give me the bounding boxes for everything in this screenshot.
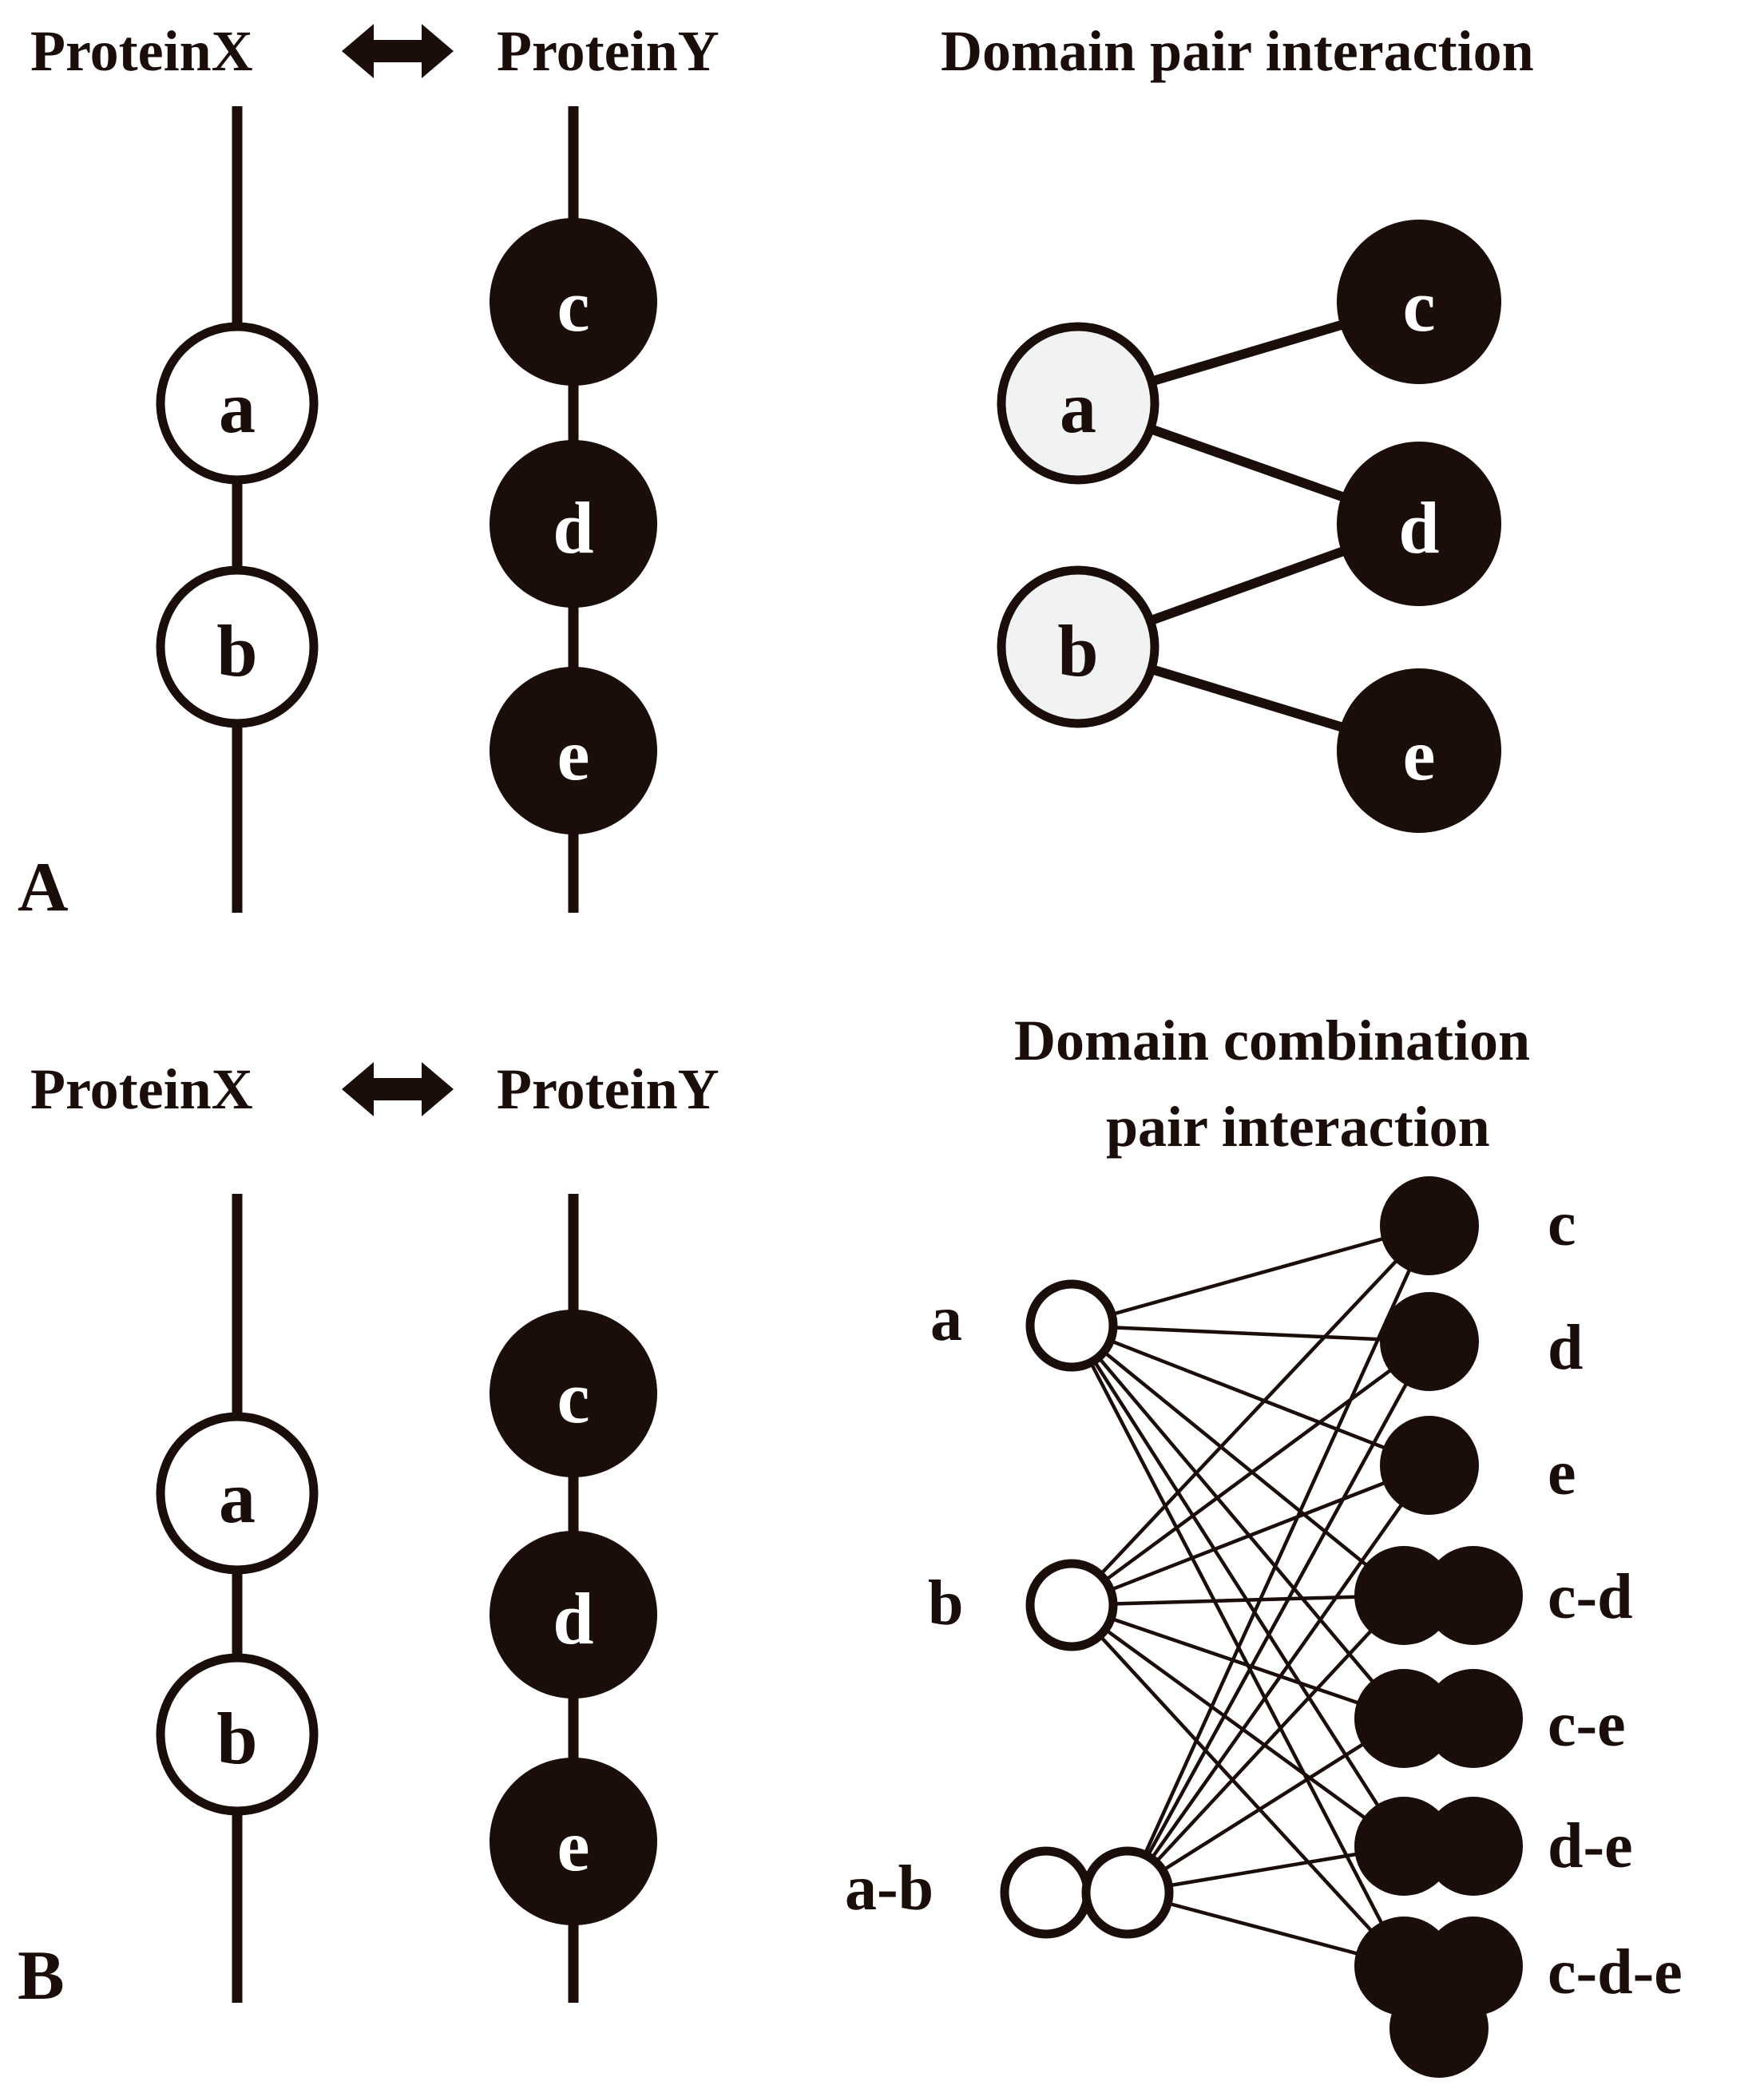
combo-node-a-b-second: [1081, 1846, 1174, 1939]
protein-y-domain-e: [490, 667, 657, 834]
combo-node-d-e: [1354, 1797, 1523, 1896]
combo-node-c-d: [1354, 1546, 1523, 1645]
graph-node-d: [1337, 442, 1501, 606]
combo-node-e: [1380, 1416, 1479, 1515]
graph-node-a: [997, 322, 1159, 485]
combo-edge-a-to-c-d: [1070, 1324, 1405, 1597]
protein-y-domain-d-label: d: [553, 487, 593, 569]
protein-y-domain-d: [490, 440, 657, 608]
combo-edge-b-to-e: [1071, 1463, 1430, 1607]
panel-b-protein-x: a b: [156, 1194, 319, 2003]
domain-pair-graph: a b c d e: [997, 220, 1501, 833]
combo-node-a: [1025, 1279, 1118, 1372]
combo-edge-a-b-to-d: [1126, 1340, 1431, 1894]
combo-edge-b-to-c: [1070, 1224, 1431, 1607]
protein-y-domain-e-label: e: [557, 714, 590, 795]
protein-x-domain-a-label: a: [219, 1457, 256, 1538]
graph-node-e-label: e: [1403, 714, 1436, 795]
protein-y-domain-e: [490, 1758, 657, 1925]
combo-label-d-e: d-e: [1548, 1811, 1633, 1881]
protein-y-domain-c: [490, 218, 657, 386]
graph-node-a-label: a: [1060, 367, 1096, 448]
panel-a: ProteinX ProteinY Domain pair interactio…: [18, 19, 1534, 926]
combo-edge-a-b-to-c: [1125, 1225, 1432, 1893]
combo-node-c-d-e: [1354, 1917, 1523, 2078]
panel-b-title-line2: pair interaction: [1106, 1095, 1490, 1159]
protein-y-domain-c: [490, 1310, 657, 1477]
combo-node-a-b-first: [1000, 1846, 1092, 1939]
panel-a-title: Domain pair interaction: [941, 19, 1534, 83]
domain-combination-graph: a b a-b c d e c-d c-e d-e c-d-e: [845, 1176, 1683, 2078]
combo-label-b: b: [928, 1568, 964, 1639]
protein-x-domain-a-label: a: [219, 367, 256, 448]
combo-node-c: [1380, 1176, 1479, 1275]
panel-b-title-line1: Domain combination: [1014, 1009, 1530, 1072]
panel-a-protein-x-label: ProteinX: [30, 19, 253, 83]
panel-a-protein-y: c d e: [490, 106, 657, 913]
combination-edges: [1070, 1223, 1432, 1968]
combo-label-c: c: [1548, 1189, 1576, 1259]
protein-y-domain-d: [490, 1531, 657, 1699]
panel-a-letter: A: [18, 849, 69, 926]
graph-node-e: [1337, 668, 1501, 833]
combo-node-d: [1380, 1292, 1479, 1391]
protein-x-domain-b-label: b: [216, 1698, 257, 1779]
combo-edge-b-to-c-e: [1071, 1603, 1405, 1721]
protein-x-domain-a: [156, 322, 319, 485]
combo-label-d: d: [1548, 1313, 1584, 1383]
panel-b-letter: B: [18, 1937, 65, 2015]
combo-edge-b-to-c-d: [1071, 1593, 1405, 1607]
panel-b: ProteinX ProteinY Domain combination pai…: [18, 1009, 1683, 2078]
panel-a-interaction-arrow-icon: [342, 24, 454, 78]
graph-node-b: [997, 565, 1159, 728]
combo-edge-b-to-d-e: [1070, 1603, 1405, 1848]
graph-node-c-label: c: [1403, 265, 1436, 347]
protein-x-domain-a: [156, 1412, 319, 1575]
combo-edge-b-to-d: [1070, 1340, 1431, 1607]
panel-a-protein-y-label: ProteinY: [497, 19, 719, 83]
combo-label-a: a: [930, 1284, 962, 1354]
combo-edge-b-to-c-d-e: [1070, 1603, 1405, 1968]
protein-x-domain-b: [156, 1653, 319, 1816]
combo-edge-a-to-d-e: [1070, 1324, 1405, 1848]
combo-label-c-e: c-e: [1548, 1690, 1626, 1760]
panel-a-protein-x: a b: [156, 106, 319, 913]
protein-y-domain-c-label: c: [557, 1357, 590, 1438]
protein-y-domain-e-label: e: [557, 1805, 590, 1886]
combo-label-e: e: [1548, 1438, 1576, 1508]
combo-edge-a-to-d: [1071, 1323, 1430, 1344]
combo-edge-a-to-e: [1071, 1323, 1430, 1468]
graph-node-b-label: b: [1057, 610, 1098, 692]
protein-y-domain-d-label: d: [553, 1578, 593, 1659]
protein-x-domain-b: [156, 565, 319, 728]
panel-b-interaction-arrow-icon: [342, 1062, 454, 1116]
panel-b-protein-y-label: ProteinY: [497, 1057, 719, 1121]
combo-node-c-e: [1354, 1669, 1523, 1768]
combo-edge-a-b-to-c-e: [1126, 1717, 1405, 1894]
protein-y-domain-c-label: c: [557, 265, 590, 347]
combo-edge-a-b-to-c-d: [1126, 1594, 1405, 1894]
combo-node-b: [1025, 1559, 1118, 1651]
combo-label-c-d-e: c-d-e: [1548, 1937, 1683, 2008]
protein-x-domain-b-label: b: [216, 610, 257, 692]
combo-label-a-b: a-b: [845, 1853, 934, 1924]
graph-node-c: [1337, 220, 1501, 384]
graph-node-d-label: d: [1398, 487, 1439, 569]
panel-b-protein-x-label: ProteinX: [30, 1057, 253, 1121]
combo-edge-a-to-c: [1071, 1223, 1430, 1328]
combo-label-c-d: c-d: [1548, 1562, 1633, 1632]
panel-b-protein-y: c d e: [490, 1194, 657, 2003]
combo-edge-a-b-to-e: [1126, 1464, 1431, 1894]
